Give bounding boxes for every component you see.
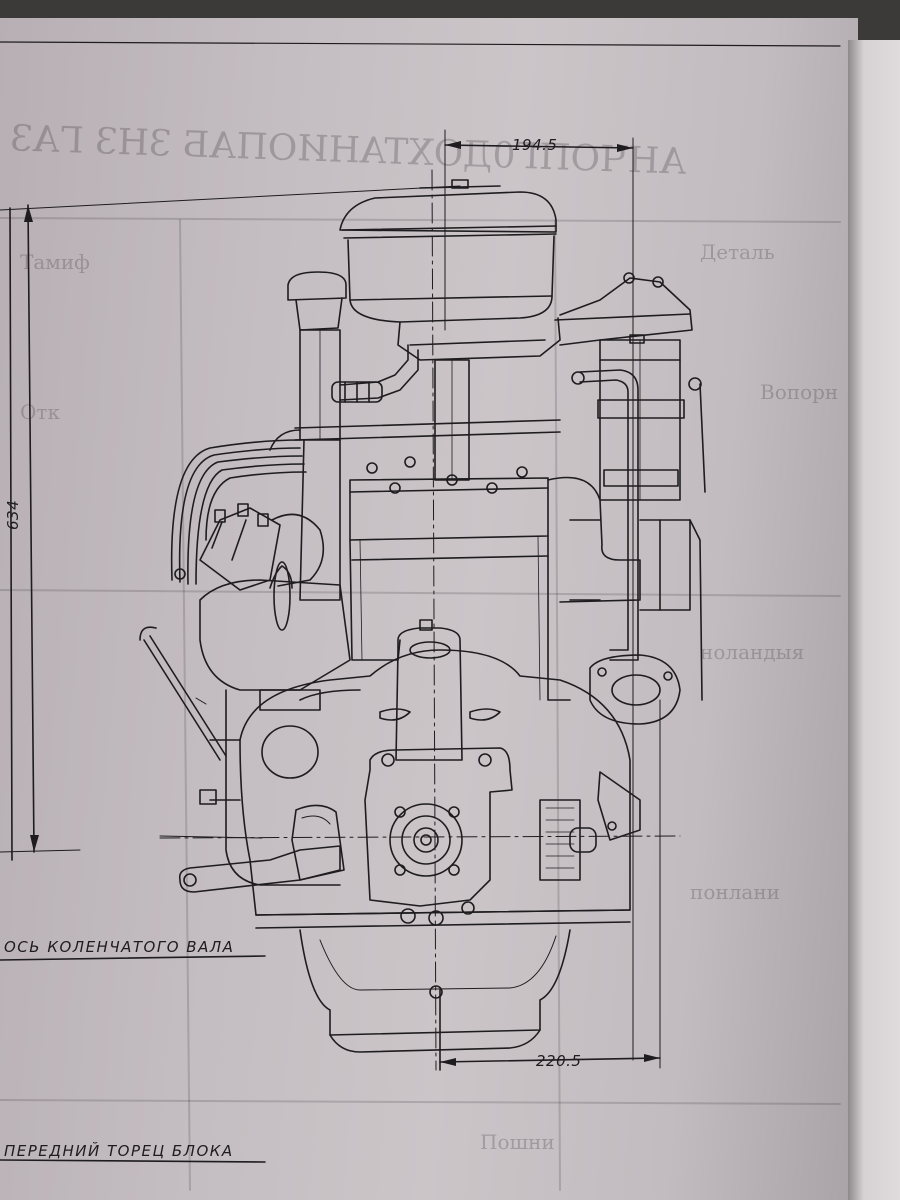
engine-block [349,476,703,725]
engine-mount-arm [178,804,345,893]
dimension-bottom-width-label: 220.5 [536,1052,582,1070]
ignition-coil [597,334,706,501]
crankshaft-axis-line [159,169,681,1071]
crankshaft-axis-caption: ОСЬ КОЛЕНЧАТОГО ВАЛА [4,938,235,956]
cylinder-head [269,419,561,541]
fuel-line [571,369,639,661]
distributor [170,439,325,591]
mount-cushion-right [539,771,641,881]
show-through-text: понлани [690,880,780,904]
front-cover-bracket [364,747,513,926]
air-filter [339,179,557,323]
adjacent-page [848,40,900,1200]
breather-tube [331,344,419,403]
drawing-sheet [0,18,858,1200]
show-through-text: ноландыя [700,640,805,664]
show-through-text: Отк [20,400,60,424]
dimension-height [0,185,461,861]
block-front-face-caption: ПЕРЕДНИЙ ТОРЕЦ БЛОКА [4,1142,234,1160]
dimension-bottom-width [439,699,661,1071]
show-through-text: Деталь [700,240,775,264]
dimension-top-width [444,129,634,1061]
oil-pan [255,909,631,1053]
oil-filler-neck [287,271,347,601]
show-through-text: Пошни [480,1130,555,1154]
show-through-text: Тамиф [20,250,90,274]
dimension-height-label: 634 [4,499,22,530]
dimension-top-width-label: 194.5 [512,136,558,154]
timing-cover [239,619,631,916]
oil-pump-housing [199,561,351,886]
dipstick [139,626,227,761]
show-through-text: Вопорн [760,380,839,404]
carburettor [397,272,693,481]
